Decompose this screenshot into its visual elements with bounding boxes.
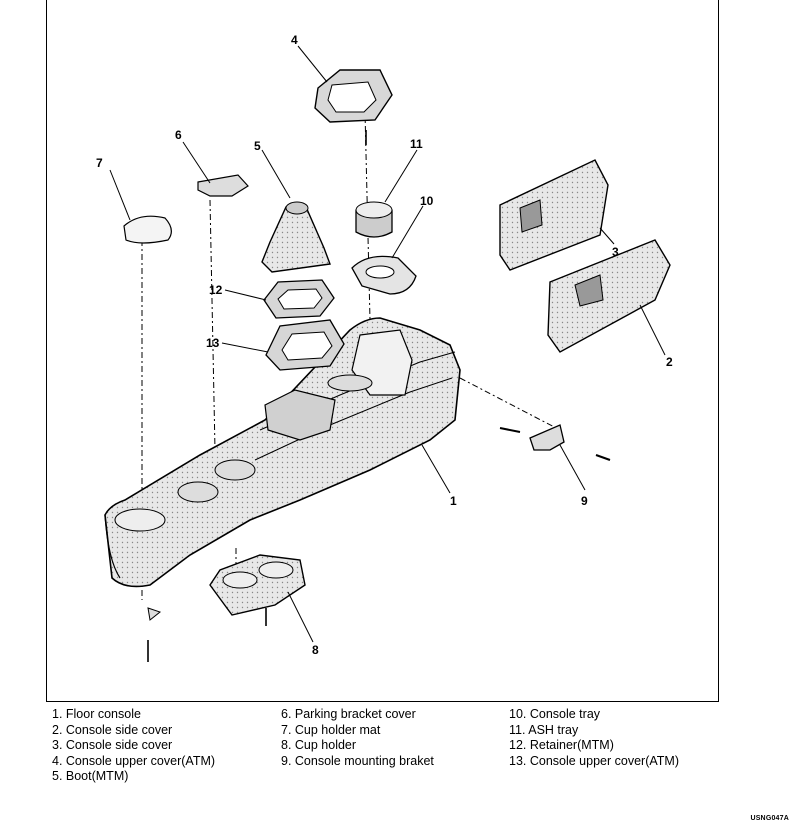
legend-item: 5. Boot(MTM) — [52, 769, 129, 783]
legend-item: 13. Console upper cover(ATM) — [509, 753, 679, 768]
diagram-frame — [46, 0, 719, 702]
cup-holder-mat-7 — [123, 215, 172, 244]
legend-item: 9. Console mounting braket — [281, 753, 434, 768]
legend-item: 2. Console side cover — [52, 722, 173, 737]
leader-lines — [109, 45, 666, 643]
drawing-code: USNG047A — [750, 815, 789, 822]
ash-tray-11 — [355, 201, 393, 238]
cup-holder-8 — [209, 554, 306, 616]
legend-item: 10. Console tray — [509, 707, 601, 721]
exploded-parts-diagram: 4 6 5 7 11 10 12 13 3 2 1 9 8 — [96, 33, 673, 662]
callout-1: 1 — [450, 494, 457, 508]
callout-6: 6 — [175, 128, 182, 142]
legend-item: 4. Console upper cover(ATM) — [52, 753, 216, 768]
legend-item: 11. ASH tray — [509, 722, 579, 737]
callout-4: 4 — [291, 33, 298, 47]
callout-11: 11 — [410, 137, 423, 151]
callout-10: 10 — [420, 194, 434, 208]
callout-12: 12 — [209, 283, 223, 297]
legend-column-3: 10. Console tray 11. ASH tray 12. Retain… — [509, 707, 679, 769]
legend-item: 12. Retainer(MTM) — [509, 738, 614, 752]
callout-7: 7 — [96, 156, 103, 170]
fasteners — [147, 130, 367, 662]
legend-item: 6. Parking bracket cover — [281, 707, 416, 721]
console-side-cover-2 — [547, 239, 671, 353]
console-side-cover-3 — [499, 159, 609, 271]
callout-5: 5 — [254, 139, 261, 153]
console-tray-10 — [351, 255, 417, 295]
callout-13: 13 — [206, 336, 220, 350]
console-upper-cover-atm-13 — [265, 319, 345, 371]
boot-mtm-5 — [261, 201, 331, 273]
legend-column-1: 1. Floor console 2. Console side cover 3… — [52, 707, 215, 785]
legend-item: 1. Floor console — [52, 707, 141, 721]
floor-console — [104, 317, 461, 588]
parking-bracket-cover-6 — [197, 174, 249, 197]
legend-column-2: 6. Parking bracket cover 7. Cup holder m… — [281, 707, 434, 769]
legend-item: 3. Console side cover — [52, 738, 173, 752]
assembly-line-9 — [459, 377, 561, 431]
retainer-mtm-12 — [263, 279, 335, 319]
callout-9: 9 — [581, 494, 588, 508]
legend-item: 8. Cup holder — [281, 738, 357, 752]
console-upper-cover-atm-4 — [314, 69, 393, 123]
callout-8: 8 — [312, 643, 319, 657]
callout-labels: 4 6 5 7 11 10 12 13 3 2 1 9 8 — [96, 33, 673, 657]
callout-2: 2 — [666, 355, 673, 369]
callout-3: 3 — [612, 245, 619, 259]
console-mounting-bracket-9 — [499, 424, 611, 461]
legend-item: 7. Cup holder mat — [281, 722, 381, 737]
assembly-line-6 — [209, 199, 216, 451]
